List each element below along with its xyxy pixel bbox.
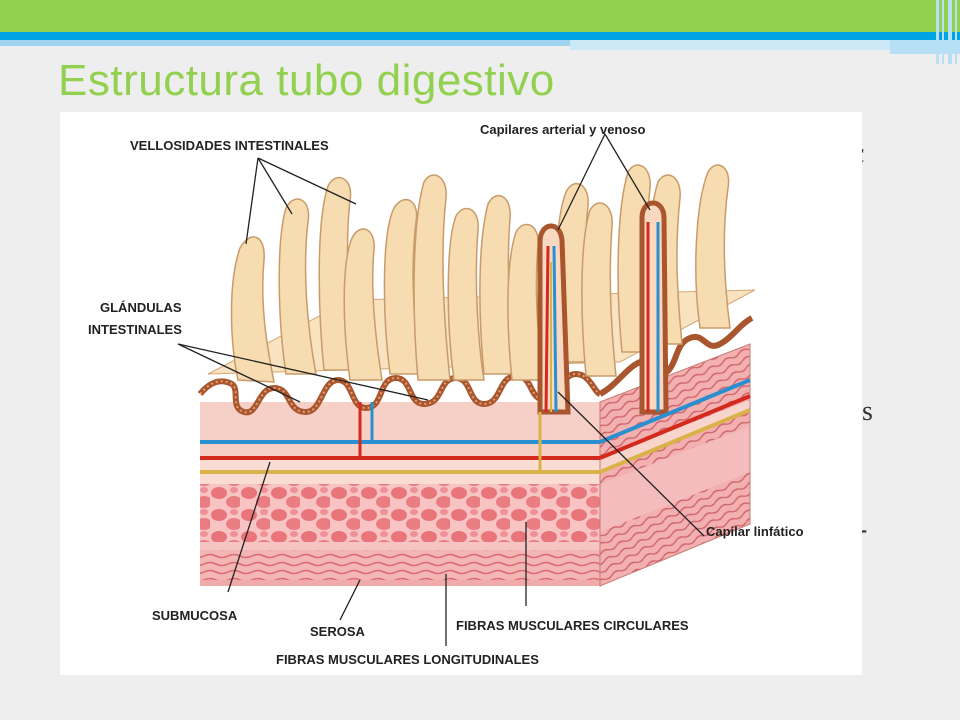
background-text-fragment: s <box>862 396 873 427</box>
label-capilares: Capilares arterial y venoso <box>480 122 646 137</box>
side-face <box>599 343 751 587</box>
label-glandulas-1: GLÁNDULAS <box>100 300 182 315</box>
intestine-diagram: VELLOSIDADES INTESTINALES Capilares arte… <box>60 112 862 675</box>
label-submucosa: SUBMUCOSA <box>152 608 238 623</box>
front-face <box>200 402 600 586</box>
decor-line <box>936 0 939 64</box>
header-green-bar <box>0 0 960 32</box>
header-blue-bar <box>0 32 960 40</box>
slide-title: Estructura tubo digestivo <box>58 56 555 105</box>
intestine-wall-illustration: VELLOSIDADES INTESTINALES Capilares arte… <box>88 122 804 667</box>
epithelium-side <box>598 315 754 397</box>
capillary-villus <box>537 200 669 415</box>
label-serosa: SEROSA <box>310 624 366 639</box>
label-fibras-longitudinales: FIBRAS MUSCULARES LONGITUDINALES <box>276 652 539 667</box>
decor-line <box>955 0 957 64</box>
leader-lines <box>177 133 705 646</box>
label-vellosidades: VELLOSIDADES INTESTINALES <box>130 138 329 153</box>
label-glandulas-2: INTESTINALES <box>88 322 182 337</box>
decor-line <box>942 0 944 64</box>
label-fibras-circulares: FIBRAS MUSCULARES CIRCULARES <box>456 618 689 633</box>
epithelium-line <box>197 370 602 416</box>
header-light-bar-2 <box>570 40 890 50</box>
header-light-bar <box>0 40 570 46</box>
background-text-fragment: - <box>858 514 868 545</box>
decor-line <box>948 0 952 64</box>
label-capilar-linfatico: Capilar linfático <box>706 524 804 539</box>
